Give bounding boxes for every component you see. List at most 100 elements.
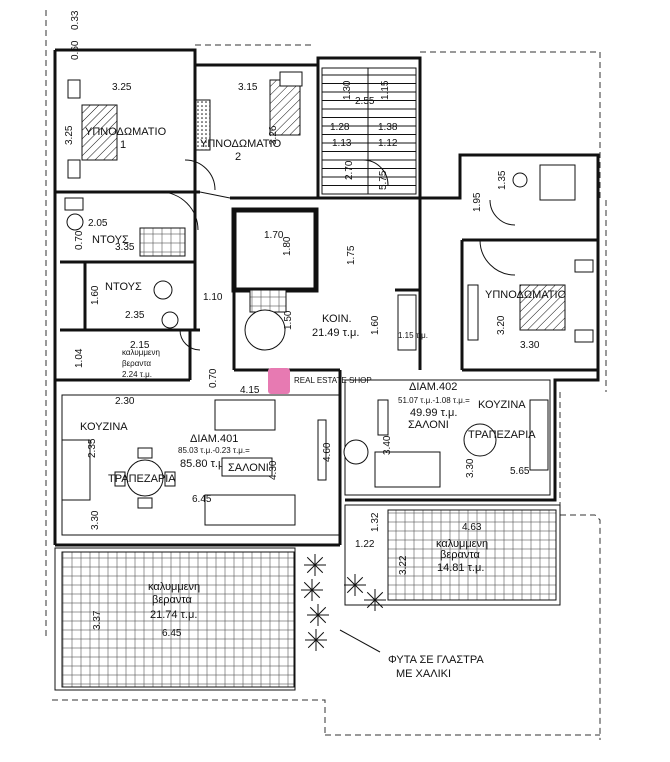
dim-2-35: 2.35 xyxy=(125,310,145,321)
bedroom1-label: ΥΠΝΟΔΩΜΑΤΙΟ xyxy=(85,126,167,138)
dim-4-63: 4.63 xyxy=(462,522,482,533)
dim-1-75: 1.75 xyxy=(346,245,357,265)
dim-1-38: 1.38 xyxy=(378,122,398,133)
dim-2-30: 2.30 xyxy=(115,396,135,407)
tile-veranda-right xyxy=(387,509,557,601)
veranda-left-frame xyxy=(54,547,296,691)
dim-1-60: 1.60 xyxy=(90,285,101,305)
hatched-wardrobe-1 xyxy=(81,104,118,161)
site-boundary xyxy=(45,10,607,740)
dim-1-30: 1.30 xyxy=(342,80,353,100)
furniture xyxy=(61,71,594,526)
dim-2-15: 2.15 xyxy=(130,340,150,351)
dim-1-32: 1.32 xyxy=(370,512,381,532)
dim-1-04: 1.04 xyxy=(74,348,85,368)
dim-1-60-right: 1.60 xyxy=(370,315,381,335)
room-labels: ΥΠΝΟΔΩΜΑΤΙΟ 1 ΥΠΝΟΔΩΜΑΤΙΟ 2 ΥΠΝΟΔΩΜΑΤΙΟ … xyxy=(80,126,567,680)
dim-6-45: 6.45 xyxy=(192,494,212,505)
dotted-wardrobe xyxy=(194,99,211,151)
dim-1-70: 1.70 xyxy=(264,230,284,241)
small-veranda-line1: καλυμμενη xyxy=(122,348,160,357)
plant-icon xyxy=(307,604,329,626)
living-right-label: ΣΑΛΟΝΙ xyxy=(408,419,449,431)
kitchen-left-label: ΚΟΥΖΙΝΑ xyxy=(80,421,128,433)
veranda-right-line1: καλυμμενη xyxy=(436,538,488,550)
apt401-title: ΔΙΑΜ.401 xyxy=(190,433,238,445)
watermark: REAL ESTATE SHOP xyxy=(268,368,372,394)
dim-2-05: 2.05 xyxy=(88,218,108,229)
dim-2-70: 2.70 xyxy=(344,160,355,180)
dim-2-55: 2.55 xyxy=(355,96,375,107)
small-veranda-line2: βεραντα xyxy=(122,359,151,368)
veranda-right-area: 14.81 τ.μ. xyxy=(437,562,484,574)
plant-icon xyxy=(344,574,366,596)
dim-3-22: 3.22 xyxy=(398,555,409,575)
common-area: 21.49 τ.μ. xyxy=(312,327,359,339)
veranda-left-line2: βεραντα xyxy=(152,594,193,606)
dim-3-35: 3.35 xyxy=(115,242,135,253)
small-veranda-area: 2.24 τ.μ. xyxy=(122,370,152,379)
dim-4-15: 4.15 xyxy=(240,385,260,396)
dim-4-60: 4.60 xyxy=(322,442,333,462)
kitchen-right-label: ΚΟΥΖΙΝΑ xyxy=(478,399,526,411)
apt402-total: 49.99 τ.μ. xyxy=(410,407,457,419)
dining-left-label: ΤΡΑΠΕΖΑΡΙΑ xyxy=(108,473,176,485)
tile-stair-landing xyxy=(249,289,287,313)
plant-icon xyxy=(305,629,327,651)
note-leader xyxy=(339,629,381,653)
dimensions: 0.33 0.60 3.25 3.15 1.30 2.55 1.15 3.25 … xyxy=(64,10,540,639)
dim-1-80: 1.80 xyxy=(282,236,293,256)
dim-0-70: 0.70 xyxy=(74,230,85,250)
dim-3-30: 3.30 xyxy=(520,340,540,351)
dim-3-40: 3.40 xyxy=(382,435,393,455)
dim-3-37: 3.37 xyxy=(92,610,103,630)
veranda-right-line2: βεραντα xyxy=(440,549,481,561)
dim-3-20: 3.20 xyxy=(496,315,507,335)
dim-1-22: 1.22 xyxy=(355,539,375,550)
bedroom3-label: ΥΠΝΟΔΩΜΑΤΙΟ xyxy=(485,289,567,301)
dim-0-33: 0.33 xyxy=(70,10,81,30)
dining-right-label: ΤΡΑΠΕΖΑΡΙΑ xyxy=(468,429,536,441)
dim-0-70-living: 0.70 xyxy=(208,368,219,388)
dim-1-35: 1.35 xyxy=(497,170,508,190)
bedroom2-number: 2 xyxy=(235,151,241,163)
dim-3-30-right: 3.30 xyxy=(465,458,476,478)
dim-5-65: 5.65 xyxy=(510,466,530,477)
common-label: ΚΟΙΝ. xyxy=(322,313,352,325)
apt402-calc: 51.07 τ.μ.-1.08 τ.μ.= xyxy=(398,396,470,405)
apt402-title: ΔΙΑΜ.402 xyxy=(409,381,457,393)
bedroom1-number: 1 xyxy=(120,139,126,151)
dim-1-50: 1.50 xyxy=(283,310,294,330)
dim-1-13: 1.13 xyxy=(332,138,352,149)
dim-3-30-left: 3.30 xyxy=(90,510,101,530)
note-line1: ΦΥΤΑ ΣΕ ΓΛΑΣΤΡΑ xyxy=(388,654,484,666)
potted-plants xyxy=(301,554,386,651)
veranda-left-line1: καλυμμενη xyxy=(148,581,200,593)
tile-shower-1 xyxy=(139,227,186,257)
dim-3-25: 3.25 xyxy=(112,82,132,93)
apt401-total: 85.80 τ.μ. xyxy=(180,458,227,470)
dim-3-25-vertical: 3.25 xyxy=(64,125,75,145)
hatched-wardrobe-3 xyxy=(519,284,566,331)
plant-icon xyxy=(364,589,386,611)
dim-6-45-veranda: 6.45 xyxy=(162,628,182,639)
veranda-right-frame xyxy=(344,504,561,606)
dim-1-12: 1.12 xyxy=(378,138,398,149)
veranda-left-area: 21.74 τ.μ. xyxy=(150,609,197,621)
plant-icon xyxy=(304,554,326,576)
dim-0-60: 0.60 xyxy=(70,40,81,60)
dim-1-28: 1.28 xyxy=(330,122,350,133)
dim-3-26: 3.26 xyxy=(268,125,279,145)
dim-4-30: 4.30 xyxy=(268,460,279,480)
staircase xyxy=(321,67,417,195)
dim-1-95: 1.95 xyxy=(472,192,483,212)
svg-text:REAL ESTATE SHOP: REAL ESTATE SHOP xyxy=(294,376,372,385)
dim-1-15: 1.15 xyxy=(380,80,391,100)
dim-2-35-kitchen: 2.35 xyxy=(87,438,98,458)
small-box-area: 1.15 τ.μ. xyxy=(398,331,428,340)
living-left-label: ΣΑΛΟΝΙ xyxy=(228,462,269,474)
dim-5-75: 5.75 xyxy=(378,170,389,190)
tile-veranda-left xyxy=(61,551,295,688)
shower2-label: ΝΤΟΥΣ xyxy=(105,281,142,293)
